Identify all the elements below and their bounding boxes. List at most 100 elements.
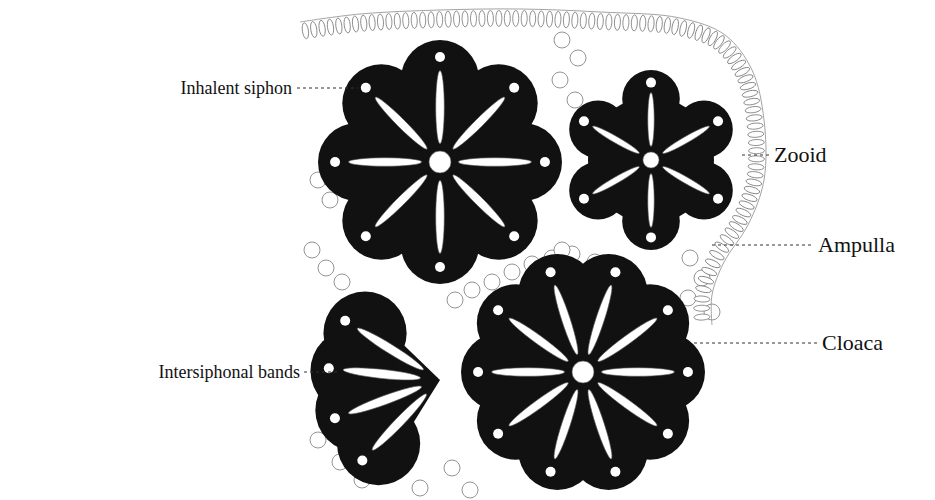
ampulla [623, 14, 630, 30]
inhalent-siphon [683, 367, 693, 377]
ampulla [546, 11, 553, 27]
intersiphonal-band [661, 164, 711, 197]
ampulla [739, 81, 756, 91]
ampulla [470, 11, 476, 27]
tunic-vesicle [682, 250, 698, 266]
inhalent-siphon [546, 267, 556, 277]
tunic-vesicle [552, 72, 568, 88]
inhalent-siphon [361, 231, 371, 241]
tunic-vesicle [334, 274, 350, 290]
ampulla [462, 11, 468, 27]
ampulla [745, 106, 762, 114]
cloaca [572, 361, 594, 383]
intersiphonal-band [551, 388, 582, 460]
intersiphonal-band [585, 388, 616, 460]
ampulla [748, 131, 764, 138]
ampulla [335, 18, 343, 35]
intersiphonal-band [661, 123, 711, 156]
ampulla [411, 12, 418, 28]
ampulla [529, 11, 535, 27]
ampulla [655, 16, 663, 33]
part-label: Inhalent siphon [181, 78, 292, 99]
leader-lines [297, 88, 817, 372]
tunic-vesicle [462, 482, 478, 498]
intersiphonal-band [372, 172, 430, 230]
leader-line [297, 88, 358, 89]
intersiphonal-band [355, 324, 426, 373]
ampulla [419, 12, 426, 28]
inhalent-siphon [509, 231, 519, 241]
inhalent-siphon [540, 157, 550, 167]
intersiphonal-band [506, 379, 570, 429]
ampulla [318, 20, 326, 37]
ampulla [428, 12, 435, 28]
ampulla [360, 15, 367, 31]
ampulla [639, 15, 646, 31]
leader-line [304, 372, 340, 373]
ampulla [695, 284, 712, 293]
ampulla [614, 14, 621, 30]
ampulla [487, 10, 493, 26]
intersiphonal-band [372, 94, 430, 152]
zooid-systems [310, 40, 732, 490]
ampulla [301, 22, 309, 39]
ampulla [647, 16, 654, 32]
ampulla [504, 10, 510, 26]
zooid-system [461, 254, 705, 490]
ampulla [597, 13, 604, 29]
ampulla [748, 163, 764, 170]
ampulla [663, 17, 671, 34]
inhalent-siphon [663, 305, 673, 315]
intersiphonal-band [506, 315, 570, 365]
part-label: Cloaca [822, 330, 883, 355]
intersiphonal-band [450, 172, 508, 230]
ampulla [538, 11, 544, 27]
inhalent-siphon [579, 194, 589, 204]
ampulla [606, 14, 613, 30]
inhalent-siphon [663, 429, 673, 439]
ampulla [748, 156, 764, 162]
intersiphonal-band [601, 368, 674, 377]
ampulla [394, 13, 401, 29]
ampulla [513, 10, 519, 26]
intersiphonal-band [343, 365, 422, 382]
intersiphonal-band [648, 174, 654, 228]
ampulla [631, 15, 638, 31]
ampulla [352, 16, 360, 33]
inhalent-siphon [610, 467, 620, 477]
ampulla [701, 266, 718, 278]
inhalent-siphon [509, 83, 519, 93]
inhalent-siphon [361, 83, 371, 93]
intersiphonal-band [591, 123, 641, 156]
intersiphonal-band [591, 164, 641, 197]
ampulla [588, 13, 595, 29]
inhalent-siphon [493, 305, 503, 315]
leader-line [712, 245, 813, 246]
tunic-vesicle [318, 260, 334, 276]
tunic-vesicle [570, 50, 586, 66]
ampulla [749, 148, 765, 154]
intersiphonal-band [436, 180, 445, 253]
tunic-vesicle [567, 92, 583, 108]
ampulla [369, 14, 376, 30]
part-label: Zooid [774, 142, 827, 167]
leader-line [742, 155, 770, 156]
inhalent-siphon [713, 116, 723, 126]
tunic-vesicle [444, 460, 460, 476]
ampulla [445, 11, 451, 27]
cloaca [429, 151, 451, 173]
intersiphonal-band [595, 315, 659, 365]
ampulla [326, 19, 334, 36]
ampulla [748, 139, 764, 146]
ampulla [747, 171, 764, 179]
ampulla [678, 20, 687, 37]
inhalent-siphon [330, 413, 340, 423]
intersiphonal-band [595, 379, 659, 429]
ampulla [745, 178, 762, 187]
inhalent-siphon [646, 78, 656, 88]
ampulla [496, 10, 502, 26]
leader-line [694, 343, 817, 344]
inhalent-siphon [493, 429, 503, 439]
inhalent-siphon [330, 157, 340, 167]
